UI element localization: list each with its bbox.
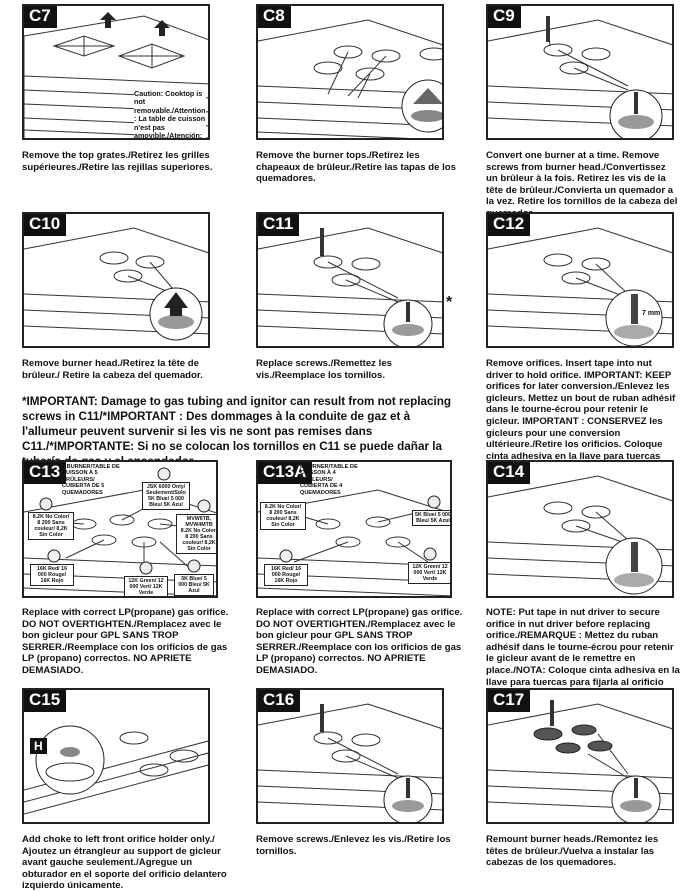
caution-note: Caution: Cooktop is not removable./Atten… (134, 89, 206, 138)
orifice-tag: 12K Green/ 12 000 Vert/ 12K Verde (124, 576, 168, 596)
choke-illustration (24, 725, 208, 815)
figure-c10: C10 (22, 212, 210, 348)
step-label: C14 (488, 462, 531, 484)
step-label: C10 (24, 214, 67, 236)
tape-nut-driver-illustration (488, 475, 672, 595)
step-label: C7 (24, 6, 57, 28)
burner-config-label: 5 BURNER/TABLE DE CUISSON À 5 BRÛLEURS/ … (62, 464, 120, 496)
figure-c16: C16 (256, 688, 444, 824)
orifice-tag: 5K Blue/ 5 000 Bleu/ 5K Azul (174, 574, 214, 596)
orifice-tag: MVW6TB, MVW4MTB 8.2K No Color/ 8 200 San… (176, 514, 216, 554)
burner-head-illustration (24, 227, 208, 341)
caption-c14: NOTE: Put tape in nut driver to secure o… (486, 607, 680, 699)
remove-screws-illustration (258, 703, 442, 822)
step-label: C8 (258, 6, 291, 28)
figure-c7: C7 Caution: Cooktop is not removable./At… (22, 4, 210, 140)
orifice-tag: JSK 6000 Only/ Seulement/Sólo 5K Blue/ 5… (142, 482, 190, 510)
figure-c11: C11 (256, 212, 444, 348)
caption-c17: Remount burner heads./Remontez les têtes… (486, 834, 659, 869)
cooktop-illustration (24, 12, 208, 138)
figure-c8: C8 (256, 4, 444, 140)
caption-c11: Replace screws./Remettez les vis./Reempl… (256, 358, 392, 381)
caption-c13a: Replace with correct LP(propane) gas ori… (256, 607, 463, 676)
figure-c12: C12 7 mm (486, 212, 674, 348)
remount-heads-illustration (488, 700, 672, 822)
orifice-tag: 16K Red/ 16 000 Rouge/ 16K Rojo (30, 564, 74, 586)
orifice-tag: 12K Green/ 12 000 Vert/ 12K Verde (408, 562, 450, 584)
step-label: C13A (258, 462, 313, 484)
caption-c15: Add choke to left front orifice holder o… (22, 834, 227, 892)
orifice-tag: 16K Red/ 16 000 Rouge/ 16K Rojo (264, 564, 308, 586)
figure-c13: C13 5 BURNER/TABLE DE CUISSON À 5 BRÛLEU… (22, 460, 218, 598)
burner-screws-illustration (488, 16, 672, 138)
orifice-tag: 8.2K No Color/ 8 200 Sans couleur/ 8,2K … (260, 502, 306, 530)
figure-c17: C17 (486, 688, 674, 824)
important-note: *IMPORTANT: Damage to gas tubing and ign… (22, 395, 451, 468)
step-label: C15 (24, 690, 67, 712)
choke-h-label: H (30, 738, 47, 754)
remove-orifices-illustration (488, 227, 672, 346)
caption-c13: Replace with correct LP(propane) gas ori… (22, 607, 229, 676)
figure-c14: C14 (486, 460, 674, 598)
replace-screws-illustration (258, 227, 442, 346)
step-label: C9 (488, 6, 521, 28)
caption-c16: Remove screws./Enlevez les vis./Retire l… (256, 834, 451, 857)
figure-c9: C9 (486, 4, 674, 140)
caption-c9: Convert one burner at a time. Remove scr… (486, 150, 678, 219)
burner-tops-illustration (258, 19, 442, 138)
figure-c13a: C13A 4 BURNER/TABLE DE CUISSON À 4 BRÛLE… (256, 460, 452, 598)
step-label: C13 (24, 462, 67, 484)
caption-c7: Remove the top grates./Retirez les grill… (22, 150, 213, 173)
burner-config-label: 4 BURNER/TABLE DE CUISSON À 4 BRÛLEURS/ … (300, 464, 358, 496)
caption-c8: Remove the burner tops./Retirez les chap… (256, 150, 456, 185)
figure-c15: C15 H (22, 688, 210, 824)
caption-c10: Remove burner head./Retirez la tête de b… (22, 358, 203, 381)
step-label: C12 (488, 214, 531, 236)
asterisk-mark: * (446, 294, 453, 311)
step-label: C16 (258, 690, 301, 712)
step-label: C11 (258, 214, 300, 236)
step-label: C17 (488, 690, 531, 712)
orifice-tag: 8.2K No Color/ 8 200 Sans couleur/ 8,2K … (28, 512, 74, 540)
orifice-tag: 5K Blue/ 5 000 Bleu/ 5K Azul (412, 510, 450, 526)
size-label-7mm: 7 mm (642, 310, 661, 317)
